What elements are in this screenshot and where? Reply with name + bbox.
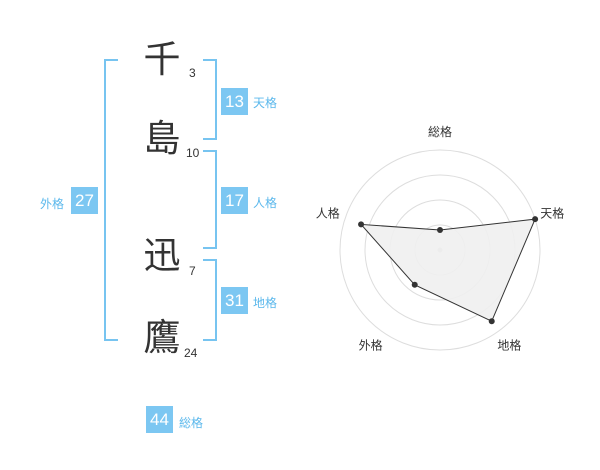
tenkaku-label: 天格: [253, 96, 278, 110]
radar-axis-label-5: 人格: [316, 206, 340, 221]
gaikaku-label: 外格: [40, 197, 65, 211]
name-char-3: 迅: [143, 234, 181, 277]
radar-points: [358, 216, 539, 325]
soukaku-badge: 44: [146, 406, 173, 433]
radar-point-5: [358, 221, 365, 228]
chikaku-badge: 31: [221, 287, 248, 314]
radar-ring: [339, 149, 541, 351]
jinkaku-label: 人格: [253, 196, 278, 210]
tenkaku-bracket: [203, 59, 217, 140]
radar-axis-label-2: 天格: [540, 206, 564, 221]
stroke-count-1: 3: [189, 66, 196, 80]
soukaku-label: 総格: [179, 416, 204, 430]
jinkaku-badge: 17: [221, 187, 248, 214]
tenkaku-badge: 13: [221, 88, 248, 115]
radar-axis-label-3: 地格: [497, 338, 521, 353]
stroke-count-3: 7: [189, 264, 196, 278]
radar-axis-label-4: 外格: [359, 338, 383, 353]
radar-point-1: [437, 227, 443, 233]
jinkaku-bracket: [203, 150, 217, 249]
stroke-count-4: 24: [184, 346, 198, 360]
stroke-count-2: 10: [186, 146, 200, 160]
radar-area: [359, 218, 536, 322]
radar-point-3: [488, 318, 495, 325]
radar-axis-label-1: 総格: [428, 124, 452, 139]
radar-point-4: [411, 281, 418, 288]
gaikaku-badge: 27: [71, 187, 98, 214]
name-char-1: 千: [143, 38, 181, 81]
gaikaku-bracket: [104, 59, 118, 341]
name-char-4: 鷹: [143, 316, 181, 359]
chikaku-label: 地格: [253, 296, 278, 310]
chikaku-bracket: [203, 259, 217, 341]
radar-point-2: [532, 216, 539, 223]
name-char-2: 島: [143, 117, 181, 160]
